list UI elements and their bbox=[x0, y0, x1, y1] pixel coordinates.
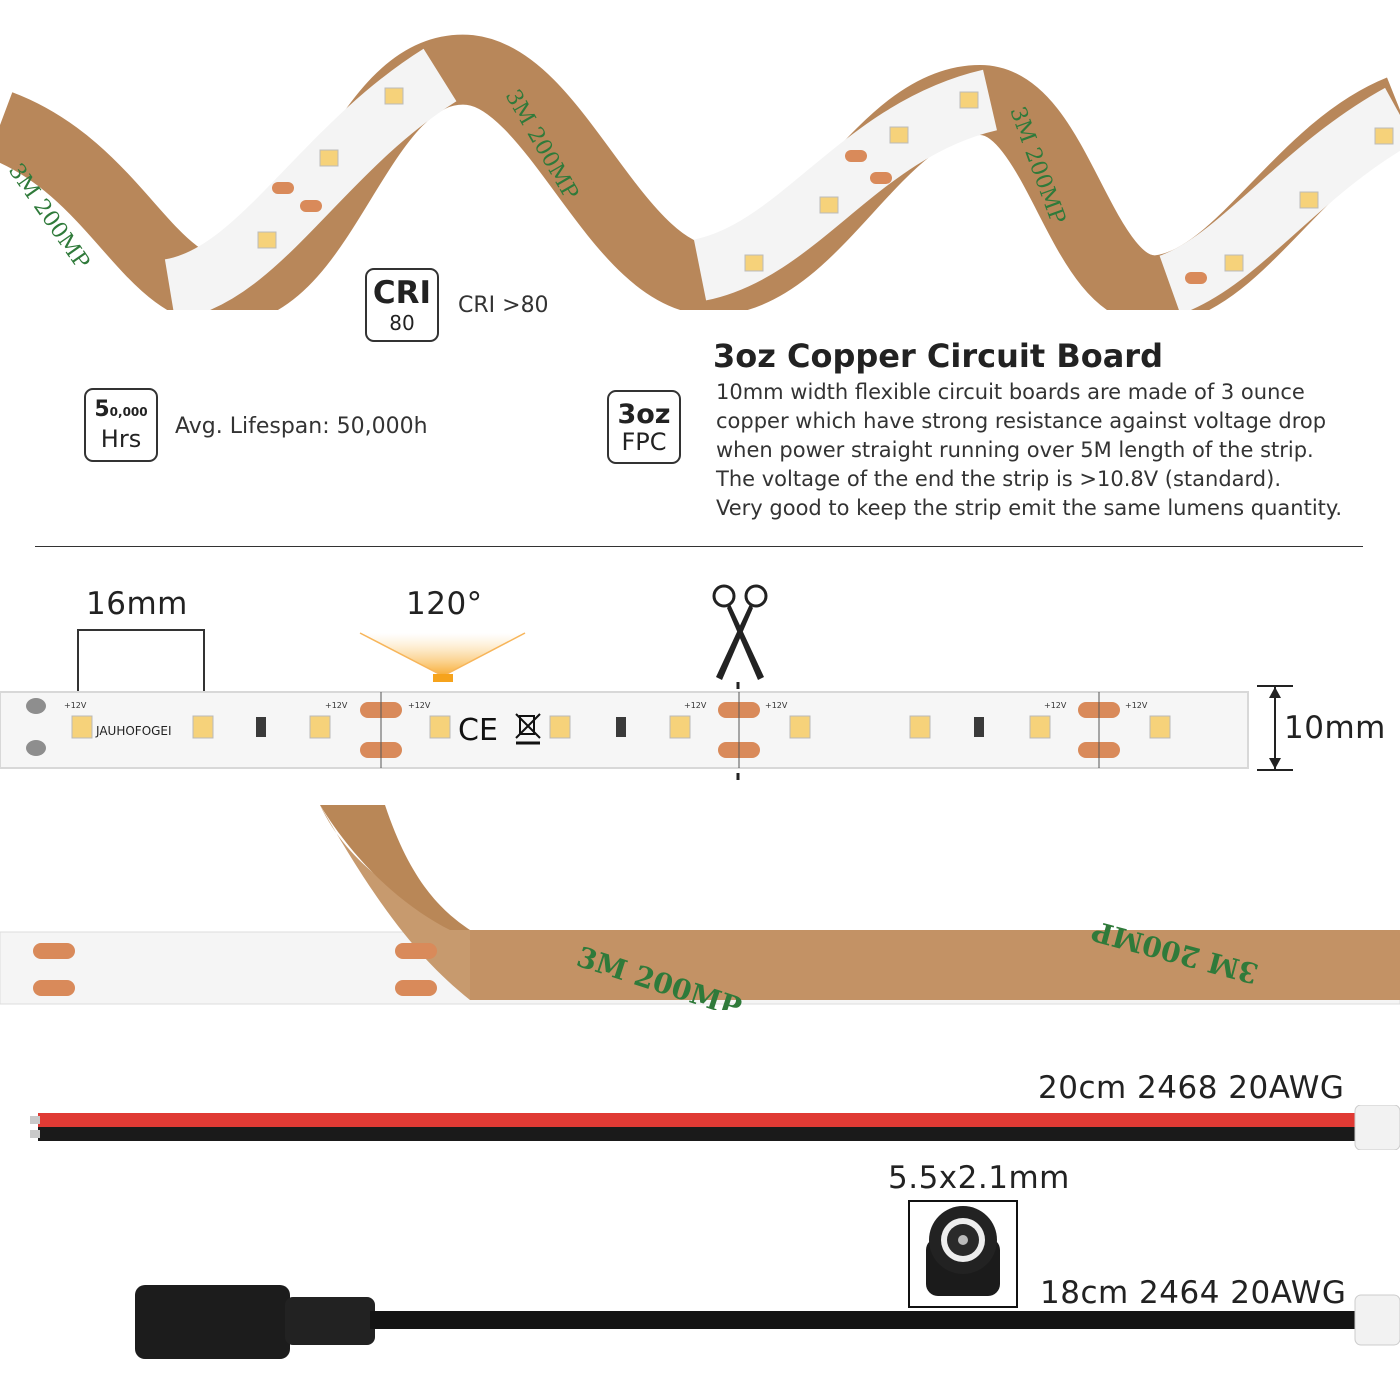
wavy-led-strip-image: 3M 200MP 3M 200MP 3M 200MP bbox=[0, 34, 1400, 310]
copper-line: 10mm width flexible circuit boards are m… bbox=[716, 380, 1305, 404]
copper-line: Very good to keep the strip emit the sam… bbox=[716, 496, 1343, 520]
copper-line: copper which have strong resistance agai… bbox=[716, 409, 1327, 433]
brand-print: JAUHOFOGEI bbox=[95, 724, 172, 738]
ce-mark: CE bbox=[458, 713, 498, 748]
lifespan-badge-bottom: Hrs bbox=[100, 425, 142, 453]
led-strip-image: +12V +12V +12V +12V +12V +12V +12V JAUHO… bbox=[0, 691, 1249, 769]
weee-bin-icon bbox=[515, 713, 541, 745]
strip-width-label: 10mm bbox=[1284, 710, 1386, 746]
width-dimension-marker bbox=[1257, 685, 1293, 771]
beam-angle-icon bbox=[359, 632, 526, 682]
cri-badge-icon: CRI 80 bbox=[365, 268, 439, 342]
cri-badge-top: CRI bbox=[372, 274, 432, 311]
dc-jack-closeup-icon bbox=[908, 1200, 1018, 1308]
cri-badge-bottom: 80 bbox=[389, 310, 415, 335]
segment-length-label: 16mm bbox=[86, 586, 188, 622]
wire1-label: 20cm 2468 20AWG bbox=[1038, 1070, 1345, 1106]
voltage-mark: +12V bbox=[408, 701, 431, 710]
fpc-badge-bottom: FPC bbox=[621, 427, 667, 456]
lifespan-badge-icon: 50,000 Hrs bbox=[84, 388, 158, 462]
cut-scissors-icon bbox=[712, 584, 768, 782]
copper-line: when power straight running over 5M leng… bbox=[716, 438, 1314, 462]
voltage-mark: +12V bbox=[1125, 701, 1148, 710]
beam-angle-label: 120° bbox=[406, 586, 483, 622]
fpc-badge-icon: 3oz FPC bbox=[607, 390, 681, 464]
jack-size-label: 5.5x2.1mm bbox=[888, 1160, 1070, 1196]
lifespan-label: Avg. Lifespan: 50,000h bbox=[175, 414, 428, 439]
voltage-mark: +12V bbox=[684, 701, 707, 710]
copper-description: 10mm width flexible circuit boards are m… bbox=[716, 378, 1386, 523]
fpc-badge-top: 3oz bbox=[617, 398, 671, 430]
voltage-mark: +12V bbox=[325, 701, 348, 710]
section-divider bbox=[35, 546, 1363, 547]
copper-heading: 3oz Copper Circuit Board bbox=[713, 337, 1163, 375]
wire2-label: 18cm 2464 20AWG bbox=[1040, 1275, 1347, 1311]
copper-line: The voltage of the end the strip is >10.… bbox=[716, 467, 1282, 491]
segment-bracket bbox=[77, 629, 205, 697]
voltage-mark: +12V bbox=[765, 701, 788, 710]
cri-label: CRI >80 bbox=[458, 293, 549, 318]
adhesive-tape-image: 3M 200MP 3M 200MP bbox=[0, 805, 1400, 1010]
red-black-wire-image bbox=[30, 1105, 1400, 1150]
lifespan-badge-top: 50,000 bbox=[94, 397, 148, 422]
voltage-mark: +12V bbox=[1044, 701, 1067, 710]
dc-connector-cable-image bbox=[135, 1285, 1400, 1359]
voltage-mark: +12V bbox=[64, 701, 87, 710]
